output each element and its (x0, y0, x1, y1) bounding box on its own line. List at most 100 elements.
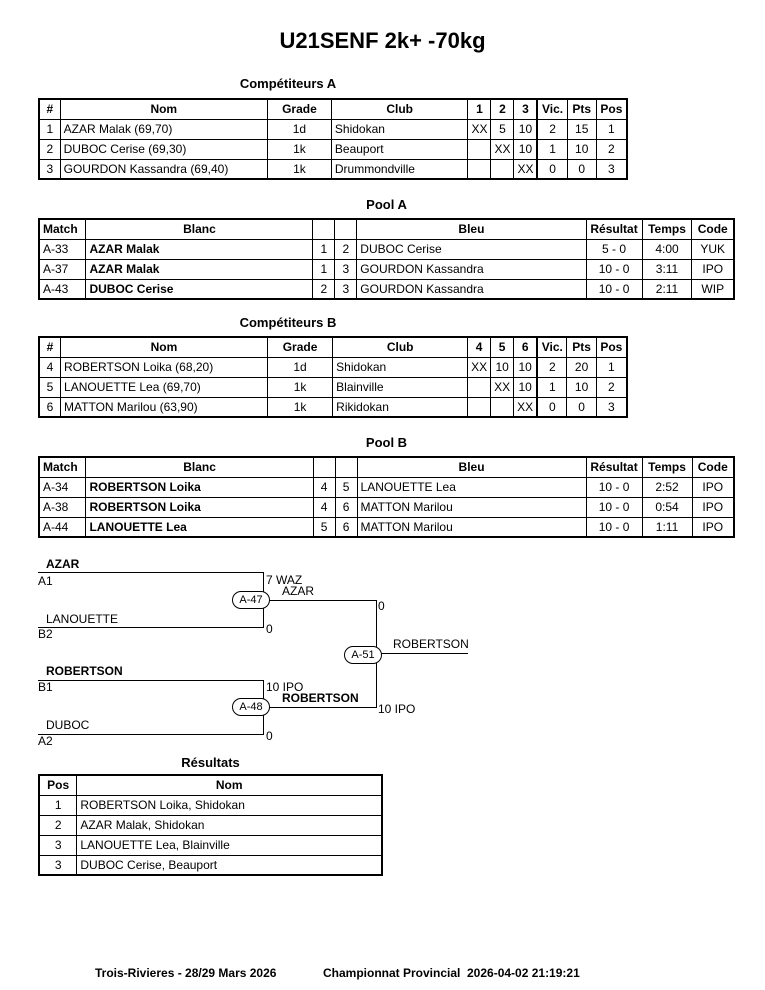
footer-event: Championnat Provincial (323, 966, 461, 980)
cell: AZAR Malak (69,70) (59, 118, 268, 140)
pool-a-heading: Pool A (366, 197, 407, 212)
cell: 10 (490, 356, 515, 378)
cell: 2 (334, 238, 358, 260)
cell: 3 (334, 278, 358, 300)
cell: 1 (38, 794, 78, 816)
cell: XX (467, 118, 492, 140)
cell: Rikidokan (332, 396, 469, 418)
cell: 2:11 (641, 278, 693, 300)
col-header (334, 218, 358, 240)
bracket-line (263, 707, 376, 708)
table-row: 6 MATTON Marilou (63,90) 1k Rikidokan XX… (38, 396, 628, 418)
cell (467, 396, 492, 418)
pool-b-table: Match Blanc Bleu Résultat Temps Code A-3… (38, 456, 735, 538)
cell: A-43 (38, 278, 87, 300)
cell: 10 - 0 (585, 476, 643, 498)
cell: 0 (566, 158, 597, 180)
cell: 4 (312, 476, 336, 498)
table-row: A-33 AZAR Malak 1 2 DUBOC Cerise 5 - 0 4… (38, 238, 735, 260)
competitors-b-heading: Compétiteurs B (239, 315, 337, 330)
cell: AZAR Malak (85, 258, 314, 280)
col-header: Nom (59, 98, 268, 120)
cell: 1 (536, 376, 568, 398)
bracket-final-winner: ROBERTSON (393, 637, 469, 651)
table-row: 4 ROBERTSON Loika (68,20) 1d Shidokan XX… (38, 356, 628, 378)
bracket-m2-winner: ROBERTSON (282, 691, 359, 705)
col-header: 2 (490, 98, 515, 120)
bracket-final-id: A-51 (344, 646, 382, 664)
competitors-b-table: # Nom Grade Club 4 5 6 Vic. Pts Pos 4 RO… (38, 336, 628, 418)
cell: 3 (595, 396, 628, 418)
cell: AZAR Malak (85, 238, 314, 260)
cell: XX (490, 138, 515, 160)
cell: 10 - 0 (585, 258, 643, 280)
bracket-m1-top-seed: A1 (38, 574, 53, 588)
cell: 1 (312, 238, 336, 260)
bracket-m2-top-seed: B1 (38, 680, 53, 694)
table-row: 5 LANOUETTE Lea (69,70) 1k Blainville XX… (38, 376, 628, 398)
cell: LANOUETTE Lea (69,70) (60, 376, 268, 398)
col-header: Club (332, 336, 469, 358)
col-header: Code (691, 218, 735, 240)
cell: ROBERTSON Loika (85, 476, 314, 498)
cell: A-44 (38, 516, 87, 538)
bracket-line (38, 627, 263, 628)
cell (467, 138, 492, 160)
cell: 0:54 (641, 496, 693, 518)
cell: ROBERTSON Loika (85, 496, 314, 518)
col-header: Code (691, 456, 735, 478)
cell: 10 (513, 118, 538, 140)
col-header: Blanc (85, 218, 314, 240)
bracket-line (38, 680, 263, 681)
cell: 3 (38, 158, 61, 180)
cell: 2 (536, 118, 568, 140)
table-row: A-37 AZAR Malak 1 3 GOURDON Kassandra 10… (38, 258, 735, 280)
cell: DUBOC Cerise, Beauport (76, 854, 383, 876)
col-header: Pts (566, 98, 597, 120)
col-header (334, 456, 358, 478)
cell: XX (467, 356, 492, 378)
cell: 2 (536, 356, 568, 378)
results-table: Pos Nom 1 ROBERTSON Loika, Shidokan 2 AZ… (38, 774, 383, 876)
cell: 5 (38, 376, 62, 398)
col-header: 3 (513, 98, 538, 120)
bracket-m2-top-score: 10 IPO (266, 680, 304, 694)
cell: ROBERTSON Loika (68,20) (60, 356, 268, 378)
table-header-row: Match Blanc Bleu Résultat Temps Code (38, 218, 735, 240)
cell (467, 376, 492, 398)
bracket-line (38, 734, 263, 735)
cell: 6 (38, 396, 62, 418)
cell: 4 (38, 356, 62, 378)
col-header: 6 (513, 336, 538, 358)
col-header: Blanc (85, 456, 314, 478)
table-row: A-44 LANOUETTE Lea 5 6 MATTON Marilou 10… (38, 516, 735, 538)
table-row: 1 AZAR Malak (69,70) 1d Shidokan XX 5 10… (38, 118, 628, 140)
col-header: 5 (490, 336, 515, 358)
table-row: A-43 DUBOC Cerise 2 3 GOURDON Kassandra … (38, 278, 735, 300)
cell: 2 (312, 278, 336, 300)
bracket-m1-top-score: 7 WAZ (266, 573, 303, 587)
cell: A-34 (38, 476, 87, 498)
bracket-m1-bottom-seed: B2 (38, 627, 53, 641)
bracket-m2-top-name: ROBERTSON (46, 664, 123, 678)
bracket-m1-bottom-score: 0 (266, 622, 273, 636)
col-header: Grade (266, 98, 332, 120)
cell: 1 (38, 118, 61, 140)
cell: LANOUETTE Lea (85, 516, 314, 538)
cell (490, 396, 515, 418)
cell: 1k (266, 158, 332, 180)
cell: 10 (513, 376, 538, 398)
cell: Drummondville (330, 158, 469, 180)
pool-a-table: Match Blanc Bleu Résultat Temps Code A-3… (38, 218, 735, 300)
cell: 2 (595, 376, 628, 398)
col-header: Nom (76, 774, 383, 796)
cell: IPO (691, 476, 735, 498)
col-header: Pos (595, 336, 628, 358)
col-header: Club (330, 98, 469, 120)
cell: Shidokan (332, 356, 469, 378)
cell: 6 (334, 496, 358, 518)
cell: ROBERTSON Loika, Shidokan (76, 794, 383, 816)
table-row: 3 LANOUETTE Lea, Blainville (38, 834, 383, 856)
cell: DUBOC Cerise (85, 278, 314, 300)
cell: AZAR Malak, Shidokan (76, 814, 383, 836)
